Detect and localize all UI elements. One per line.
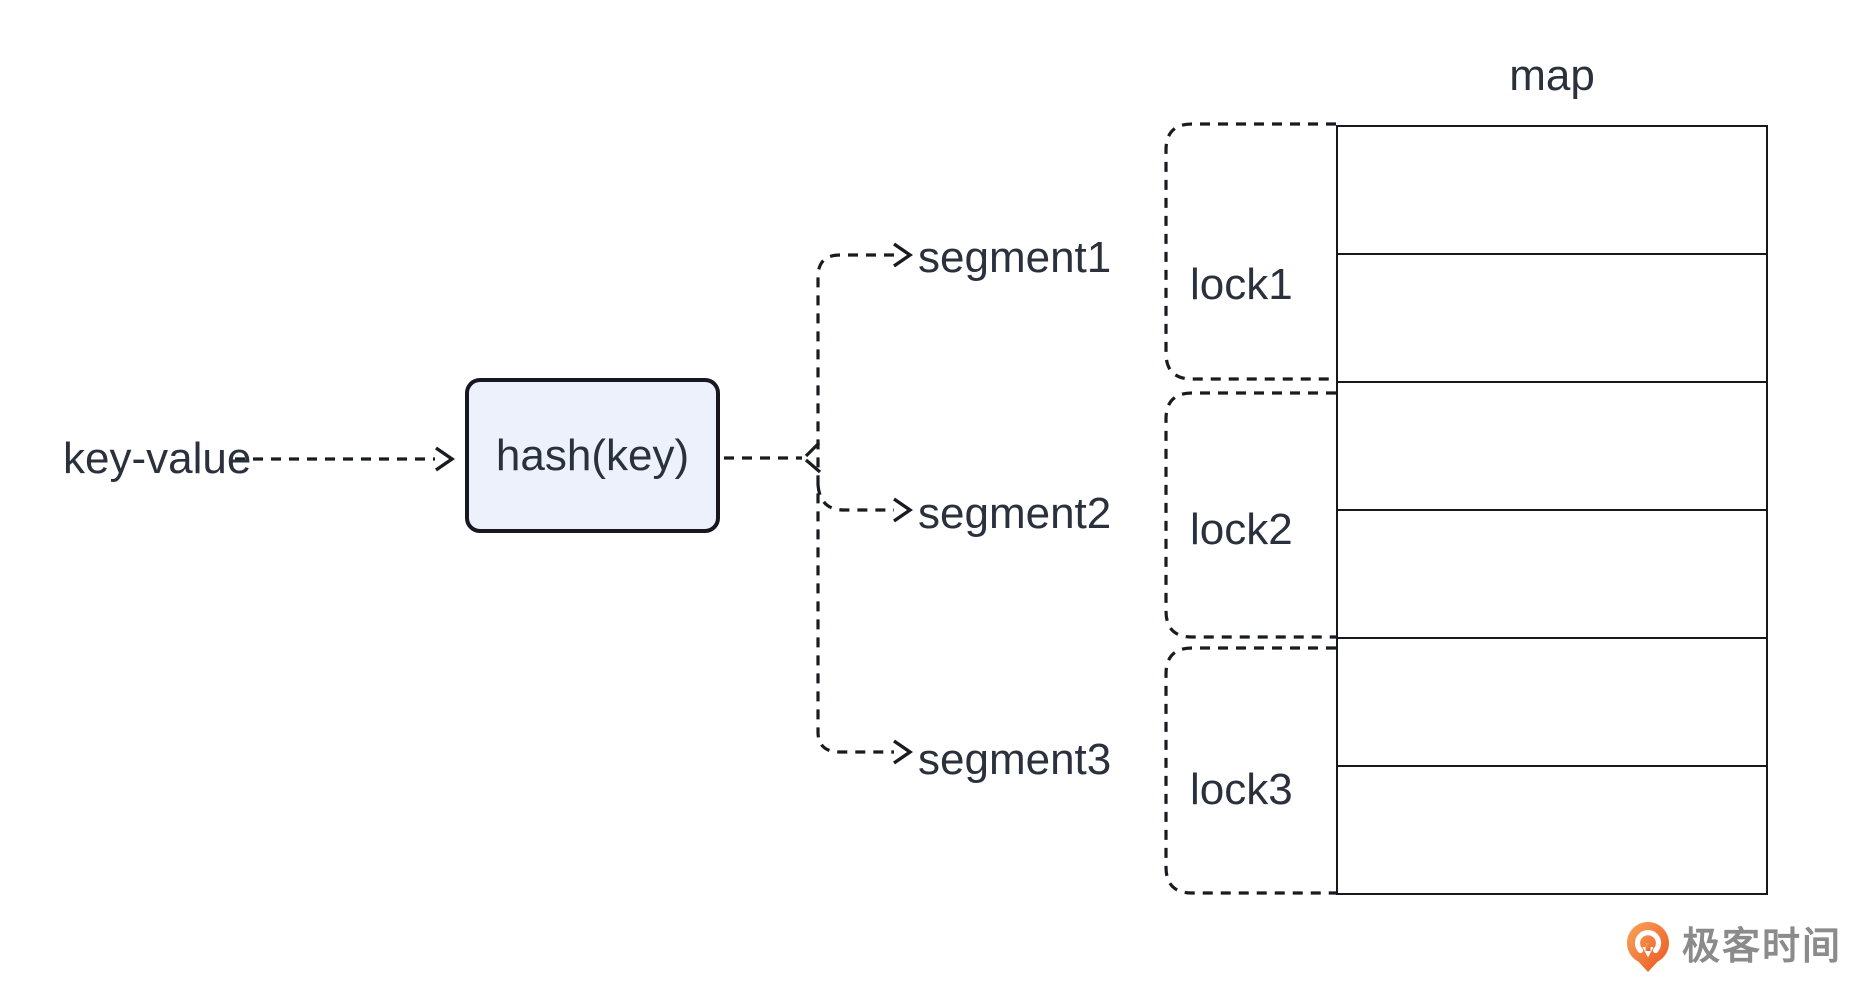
segment3-label: segment3 bbox=[918, 735, 1112, 784]
input-label: key-value bbox=[63, 434, 252, 483]
map-row bbox=[1338, 127, 1766, 255]
map-row bbox=[1338, 767, 1766, 893]
map-row bbox=[1338, 511, 1766, 639]
geektime-logo-text: 极客时间 bbox=[1682, 926, 1843, 968]
branch-spine bbox=[816, 253, 894, 754]
segment1-label: segment1 bbox=[918, 233, 1112, 282]
brand-logo: 极客时间 bbox=[1626, 921, 1842, 973]
lock1-brace bbox=[1164, 122, 1336, 381]
map-row bbox=[1338, 383, 1766, 511]
hash-function-label: hash(key) bbox=[495, 430, 690, 480]
lock2-label: lock2 bbox=[1190, 505, 1293, 554]
junction-fork-down bbox=[804, 458, 822, 474]
segment2-label: segment2 bbox=[918, 489, 1112, 538]
geektime-logo-icon bbox=[1627, 922, 1669, 972]
lock1-label: lock1 bbox=[1190, 260, 1293, 309]
hash-function-box: hash(key) bbox=[465, 378, 720, 533]
arrowhead-keyvalue bbox=[435, 446, 456, 472]
lock3-label: lock3 bbox=[1190, 765, 1293, 814]
arrowhead-segment1 bbox=[893, 242, 914, 268]
branch-segment2 bbox=[816, 484, 894, 512]
map-row bbox=[1338, 255, 1766, 383]
arrowhead-segment2 bbox=[893, 497, 914, 523]
map-row bbox=[1338, 639, 1766, 767]
map-title: map bbox=[1509, 51, 1595, 100]
arrowhead-segment3 bbox=[893, 739, 914, 765]
map-table bbox=[1336, 125, 1768, 895]
